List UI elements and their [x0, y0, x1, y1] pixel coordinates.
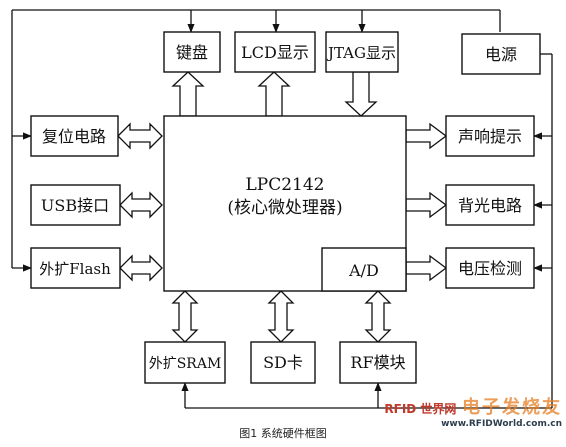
sram-label: 外扩SRAM — [149, 356, 222, 372]
backlight-label: 背光电路 — [458, 196, 522, 215]
flash-label: 外扩Flash — [39, 260, 111, 278]
keyboard-label: 键盘 — [176, 43, 208, 62]
adc-label: A/D — [348, 261, 379, 280]
voltage-label: 电压检测 — [458, 259, 522, 278]
rf-label: RF模块 — [350, 353, 405, 372]
rf-bus-arrow — [364, 290, 392, 343]
jtag-bus-arrow — [344, 71, 378, 117]
labels: LPC2142 (核心微处理器) A/D 键盘 LCD显示 JTAG显示 电源 … — [39, 43, 522, 372]
sram-block — [144, 341, 226, 384]
reset-block — [30, 115, 119, 157]
blocks — [30, 31, 541, 384]
lcd-label: LCD显示 — [241, 43, 309, 62]
sram-bus-arrow — [171, 290, 199, 343]
adc-block — [321, 247, 407, 292]
keyboard-bus-arrow — [171, 71, 205, 117]
sound-bus-arrow — [405, 122, 448, 150]
figure-caption: 图1 系统硬件框图 — [239, 427, 327, 440]
usb-label: USB接口 — [41, 196, 109, 215]
jtag-block — [325, 31, 399, 73]
bus-arrows — [117, 71, 448, 343]
power-block — [461, 33, 541, 75]
usb-block — [30, 184, 121, 226]
power-label: 电源 — [485, 45, 517, 64]
connection-lines — [11, 9, 553, 409]
keyboard-block — [163, 31, 221, 73]
cpu-name-label: LPC2142 — [246, 175, 325, 195]
rf-block — [339, 341, 417, 384]
watermark: RFID 世界网 电子发烧友 www.RFIDWorld.com.cn — [384, 393, 562, 429]
watermark-line2: 电子发烧友 — [462, 397, 562, 418]
sd-label: SD卡 — [263, 353, 303, 372]
voltage-block — [445, 247, 535, 289]
lcd-block — [234, 31, 316, 73]
sound-block — [445, 115, 535, 157]
flash-bus-arrow — [119, 254, 163, 282]
reset-label: 复位电路 — [42, 127, 106, 146]
flash-block — [30, 247, 121, 289]
cpu-desc-label: (核心微处理器) — [227, 198, 342, 218]
backlight-bus-arrow — [405, 191, 448, 219]
sd-bus-arrow — [267, 290, 295, 343]
jtag-label: JTAG显示 — [326, 44, 396, 62]
usb-bus-arrow — [119, 191, 163, 219]
watermark-line3: www.RFIDWorld.com.cn — [441, 419, 562, 429]
backlight-block — [445, 184, 535, 226]
sd-block — [250, 341, 316, 384]
watermark-line1: RFID 世界网 — [384, 402, 457, 416]
sound-label: 声响提示 — [458, 127, 522, 146]
voltage-bus-arrow — [405, 254, 448, 282]
lcd-bus-arrow — [257, 71, 291, 117]
reset-bus-arrow — [117, 122, 163, 150]
